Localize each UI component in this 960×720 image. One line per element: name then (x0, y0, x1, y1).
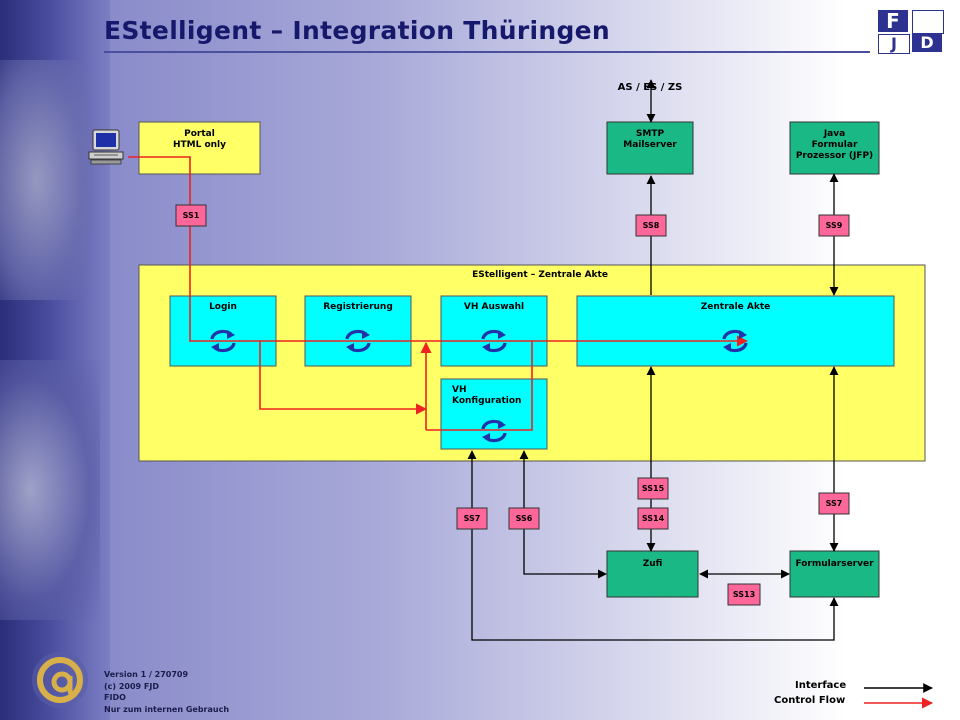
interface-ss13: SS13 (732, 590, 756, 599)
registrierung-label: Registrierung (323, 302, 393, 312)
fjd-logo: F J D (876, 10, 944, 54)
page-title: EStelligent – Integration Thüringen (104, 16, 610, 45)
decorative-image-top (0, 60, 90, 300)
footer-copyright: (c) 2009 FJD (104, 681, 159, 691)
smtp-label: SMTP Mailserver (623, 129, 677, 150)
interface-ss8: SS8 (642, 221, 660, 230)
zufi-box (606, 550, 699, 598)
logo-letter-j: J (878, 34, 910, 54)
interface-ss15: SS15 (641, 484, 665, 493)
interface-ss14: SS14 (641, 514, 665, 523)
portal-label: Portal HTML only (172, 129, 227, 150)
decorative-side-panel (0, 0, 110, 720)
vh-auswahl-label: VH Auswahl (463, 302, 525, 312)
control-flow-lines (128, 156, 749, 431)
legend-control-flow-label: Control Flow (774, 695, 846, 706)
interface-ss7-left: SS7 (463, 514, 481, 523)
jfp-box (789, 121, 880, 175)
footer-info: Version 1 / 270709 (c) 2009 FJD FIDO Nur… (104, 669, 229, 715)
logo-blank-cell (912, 10, 944, 34)
legend-interface-label: Interface (795, 680, 847, 691)
logo-letter-f: F (878, 10, 908, 32)
footer-version: Version 1 / 270709 (104, 670, 189, 679)
jfp-label: Java Formular Prozessor (JFP) (795, 129, 874, 161)
smtp-box (606, 121, 694, 175)
zufi-label: Zufi (642, 559, 663, 569)
formularserver-label: Formularserver (795, 559, 874, 569)
interface-ss9: SS9 (825, 221, 843, 230)
footer-fido: FIDO (104, 693, 126, 702)
interface-ss1: SS1 (182, 211, 200, 220)
interface-ss6: SS6 (515, 514, 533, 523)
title-underline (104, 51, 870, 53)
login-label: Login (209, 302, 237, 312)
at-sign-logo (32, 652, 88, 708)
formularserver-box (789, 550, 880, 598)
interface-ss7-right: SS7 (825, 499, 843, 508)
zentrale-container-label: EStelligent – Zentrale Akte (472, 270, 608, 280)
vh-konfiguration-label: VH Konfiguration (452, 385, 522, 406)
computer-icon (88, 129, 124, 165)
vh-konfiguration-box (440, 378, 548, 450)
external-systems-label: AS / ES / ZS (617, 82, 683, 93)
interface-badges (175, 204, 850, 606)
zentrale-akte-label: Zentrale Akte (700, 302, 771, 312)
portal-box (138, 121, 261, 175)
logo-letter-d: D (912, 34, 942, 52)
footer-internal-use: Nur zum internen Gebrauch (104, 704, 230, 714)
decorative-image-bottom (0, 360, 100, 620)
